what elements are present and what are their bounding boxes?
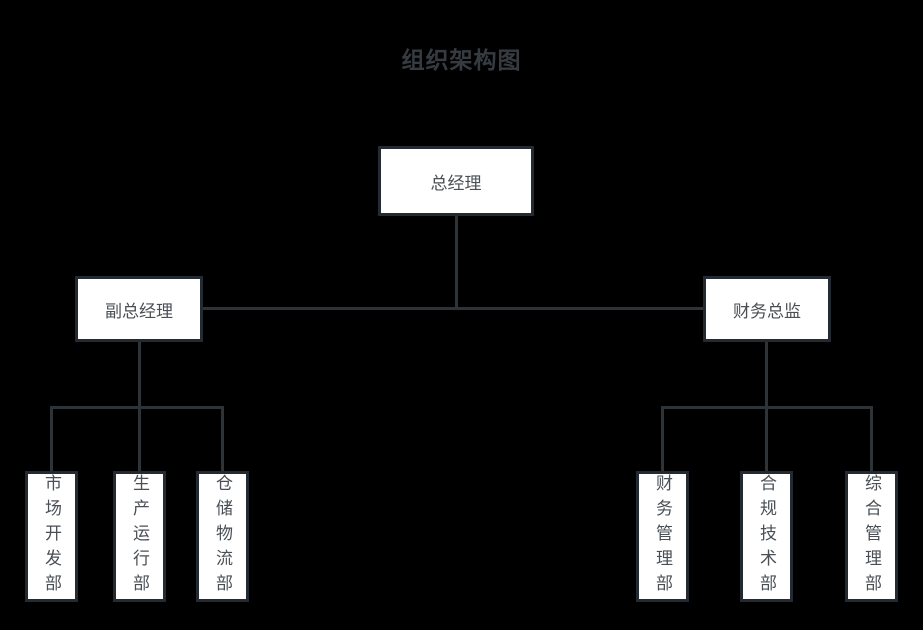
diagram-title: 组织架构图 bbox=[401, 47, 522, 73]
connector-stub-market bbox=[50, 406, 53, 471]
connector-gm-to-managers bbox=[455, 216, 458, 310]
connector-left-depts-h bbox=[50, 406, 224, 409]
node-label: 市场开发部 bbox=[42, 474, 61, 599]
node-label: 生产运行部 bbox=[130, 474, 149, 599]
node-label: 副总经理 bbox=[105, 301, 173, 321]
node-market-development-dept: 市场开发部 bbox=[25, 471, 78, 602]
node-general-manager: 总经理 bbox=[378, 146, 534, 216]
node-finance-management-dept: 财务管理部 bbox=[636, 471, 689, 602]
node-label: 仓储物流部 bbox=[213, 474, 232, 599]
node-label: 总经理 bbox=[430, 173, 482, 193]
node-production-operation-dept: 生产运行部 bbox=[113, 471, 166, 602]
node-finance-director: 财务总监 bbox=[703, 276, 831, 342]
connector-stub-general bbox=[870, 406, 873, 471]
connector-managers-h-line bbox=[203, 307, 703, 310]
node-label: 合规技术部 bbox=[757, 474, 776, 599]
node-label: 综合管理部 bbox=[862, 474, 881, 599]
node-deputy-general-manager: 副总经理 bbox=[75, 276, 203, 342]
connector-stub-warehouse bbox=[221, 406, 224, 471]
node-compliance-technology-dept: 合规技术部 bbox=[740, 471, 793, 602]
node-general-administration-dept: 综合管理部 bbox=[845, 471, 898, 602]
node-label: 财务管理部 bbox=[653, 474, 672, 599]
node-label: 财务总监 bbox=[733, 301, 801, 321]
node-warehouse-logistics-dept: 仓储物流部 bbox=[196, 471, 249, 602]
connector-stub-finance bbox=[661, 406, 664, 471]
connector-right-depts-h bbox=[661, 406, 873, 409]
